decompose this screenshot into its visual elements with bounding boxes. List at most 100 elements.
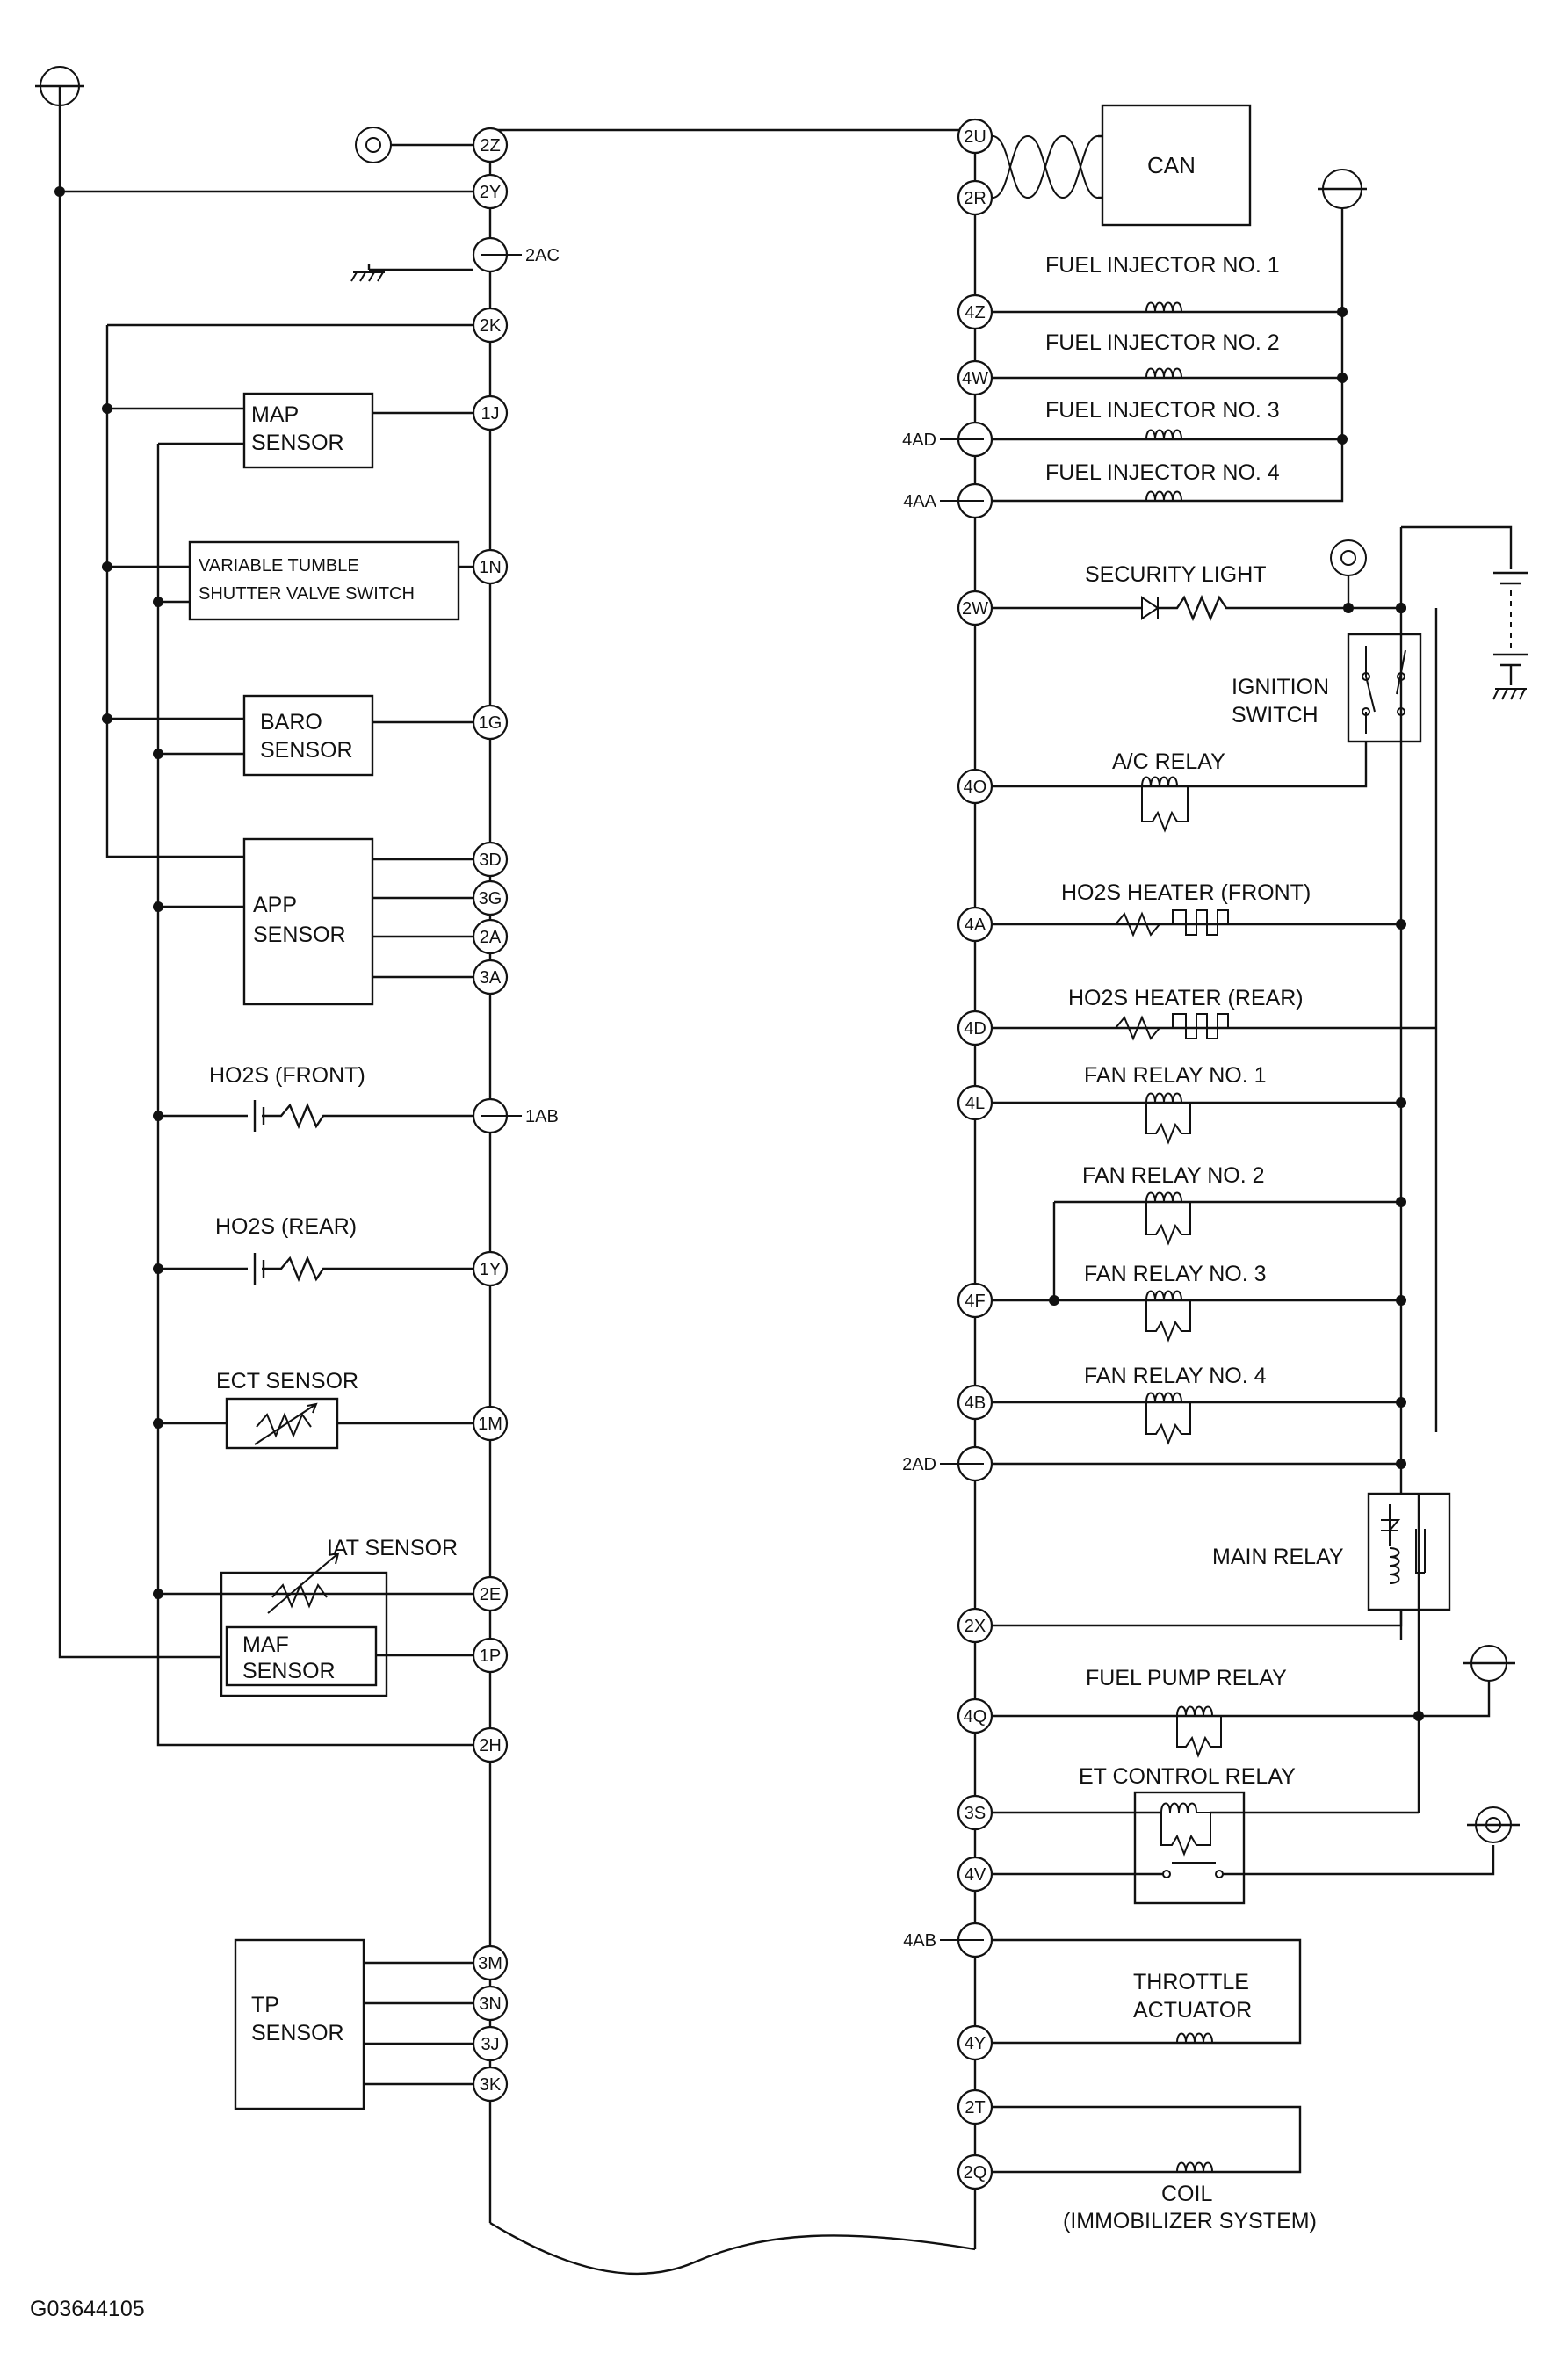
pin-1n [472, 548, 509, 585]
pin-4l [957, 1084, 994, 1121]
left-pin-group: 2Z2Y2AC2K1J1N1G3D3G2A3A1AB1Y1M2E1P2H3M3N… [472, 127, 560, 2103]
pin-1p [472, 1637, 509, 1674]
pin-label: 3K [480, 2075, 502, 2095]
pin-label: 2W [962, 599, 988, 619]
pin-2e [472, 1575, 509, 1612]
pin-label: 2H [479, 1736, 502, 1755]
throttle-actuator-label-2: ACTUATOR [1133, 1998, 1252, 2023]
pin-2u [957, 118, 994, 155]
pin-4o [957, 768, 994, 805]
ecm-outline [488, 128, 977, 2276]
tumble-switch-label-2: SHUTTER VALVE SWITCH [199, 584, 415, 604]
app-sensor-label-1: APP [253, 893, 297, 917]
pin-label: 1J [481, 404, 499, 423]
main-relay-label: MAIN RELAY [1212, 1545, 1344, 1569]
pin-label: 4A [965, 916, 986, 935]
pin-label: 3M [478, 1954, 502, 1973]
pin-label: 4B [965, 1393, 986, 1413]
injector-3-label: FUEL INJECTOR NO. 3 [1045, 398, 1280, 423]
labels: MAP SENSOR VARIABLE TUMBLE SHUTTER VALVE… [30, 152, 1344, 2321]
ho2s-front-label: HO2S (FRONT) [209, 1063, 365, 1088]
maf-sensor-label-1: MAF [242, 1632, 289, 1657]
ho2s-heater-rear-label: HO2S HEATER (REAR) [1068, 986, 1304, 1010]
pin-3n [472, 1985, 509, 2022]
pin-2h [472, 1726, 509, 1763]
injector-2-label: FUEL INJECTOR NO. 2 [1045, 330, 1280, 355]
baro-sensor-label-1: BARO [260, 710, 322, 735]
fan-relay-4-label: FAN RELAY NO. 4 [1084, 1364, 1267, 1388]
pin-label: 4V [965, 1865, 986, 1885]
pin-3m [472, 1944, 509, 1981]
ho2s-rear-label: HO2S (REAR) [215, 1214, 357, 1239]
pin-label: 4F [965, 1292, 985, 1311]
pin-2r [957, 179, 994, 216]
fuel-pump-relay-label: FUEL PUMP RELAY [1086, 1666, 1287, 1690]
ignition-switch-label-1: IGNITION [1232, 675, 1329, 699]
pin-2y [472, 173, 509, 210]
pin-2w [957, 590, 994, 626]
fan-relay-2-label: FAN RELAY NO. 2 [1082, 1163, 1264, 1188]
pin-label: 2U [964, 127, 986, 147]
injector-1-label: FUEL INJECTOR NO. 1 [1045, 253, 1280, 278]
pin-4v [957, 1856, 994, 1893]
fan-relay-3-label: FAN RELAY NO. 3 [1084, 1262, 1266, 1286]
pin-label: 2E [480, 1585, 501, 1604]
pin-3d [472, 841, 509, 878]
pin-2t [957, 2088, 994, 2125]
left-wiring [35, 66, 473, 2110]
iat-sensor-label: IAT SENSOR [327, 1536, 458, 1560]
pin-label: 2A [480, 928, 502, 947]
map-sensor-label-2: SENSOR [251, 431, 344, 455]
pin-4q [957, 1697, 994, 1734]
pin-label: 1G [479, 713, 502, 733]
pin-1g [472, 704, 509, 741]
pin-2a [472, 918, 509, 955]
et-control-relay-label: ET CONTROL RELAY [1079, 1764, 1296, 1789]
pin-label: 1M [478, 1415, 502, 1434]
pin-label: 1N [479, 558, 502, 577]
tp-sensor-label-2: SENSOR [251, 2021, 344, 2045]
pin-2k [472, 307, 509, 344]
coil-label-2: (IMMOBILIZER SYSTEM) [1063, 2209, 1317, 2233]
pin-label: 2Y [480, 183, 501, 202]
pin-label: 4Y [965, 2034, 986, 2053]
pin-label: 4Z [965, 303, 985, 322]
pin-label: 3A [480, 968, 502, 988]
pin-label: 2R [964, 189, 986, 208]
maf-sensor-label-2: SENSOR [242, 1659, 336, 1683]
pin-4a [957, 906, 994, 943]
tumble-switch-label-1: VARIABLE TUMBLE [199, 556, 359, 575]
pin-label: 3J [481, 2035, 499, 2054]
pin-label: 4AA [903, 492, 936, 511]
fan-relay-1-label: FAN RELAY NO. 1 [1084, 1063, 1266, 1088]
pin-label: 3G [479, 889, 502, 908]
pin-label: 2X [965, 1617, 986, 1636]
pin-3k [472, 2066, 509, 2103]
figure-id: G03644105 [30, 2297, 145, 2321]
pin-label: 2AD [902, 1455, 936, 1474]
tp-sensor-label-1: TP [251, 1993, 279, 2017]
pin-label: 2AC [525, 246, 560, 265]
right-pin-group: 2U2R4Z4W4AD4AA2W4O4A4D4L4F4B2AD2X4Q3S4V4… [902, 118, 994, 2190]
pin-4y [957, 2024, 994, 2061]
pin-2q [957, 2153, 994, 2190]
pin-1j [472, 394, 509, 431]
pin-label: 2K [480, 316, 502, 336]
pin-label: 3N [479, 1994, 502, 2014]
pin-4f [957, 1282, 994, 1319]
security-light-label: SECURITY LIGHT [1085, 562, 1267, 587]
pin-label: 1P [480, 1647, 501, 1666]
ho2s-heater-front-label: HO2S HEATER (FRONT) [1061, 880, 1311, 905]
pin-4z [957, 293, 994, 330]
pin-1m [472, 1405, 509, 1442]
ect-sensor-label: ECT SENSOR [216, 1369, 358, 1393]
pin-3s [957, 1794, 994, 1831]
throttle-actuator-label-1: THROTTLE [1133, 1970, 1249, 1994]
ignition-switch-label-2: SWITCH [1232, 703, 1319, 727]
app-sensor-label-2: SENSOR [253, 923, 346, 947]
pin-3a [472, 959, 509, 995]
pin-label: 4W [962, 369, 988, 388]
map-sensor-label-1: MAP [251, 402, 299, 427]
pin-label: 1Y [480, 1260, 501, 1279]
